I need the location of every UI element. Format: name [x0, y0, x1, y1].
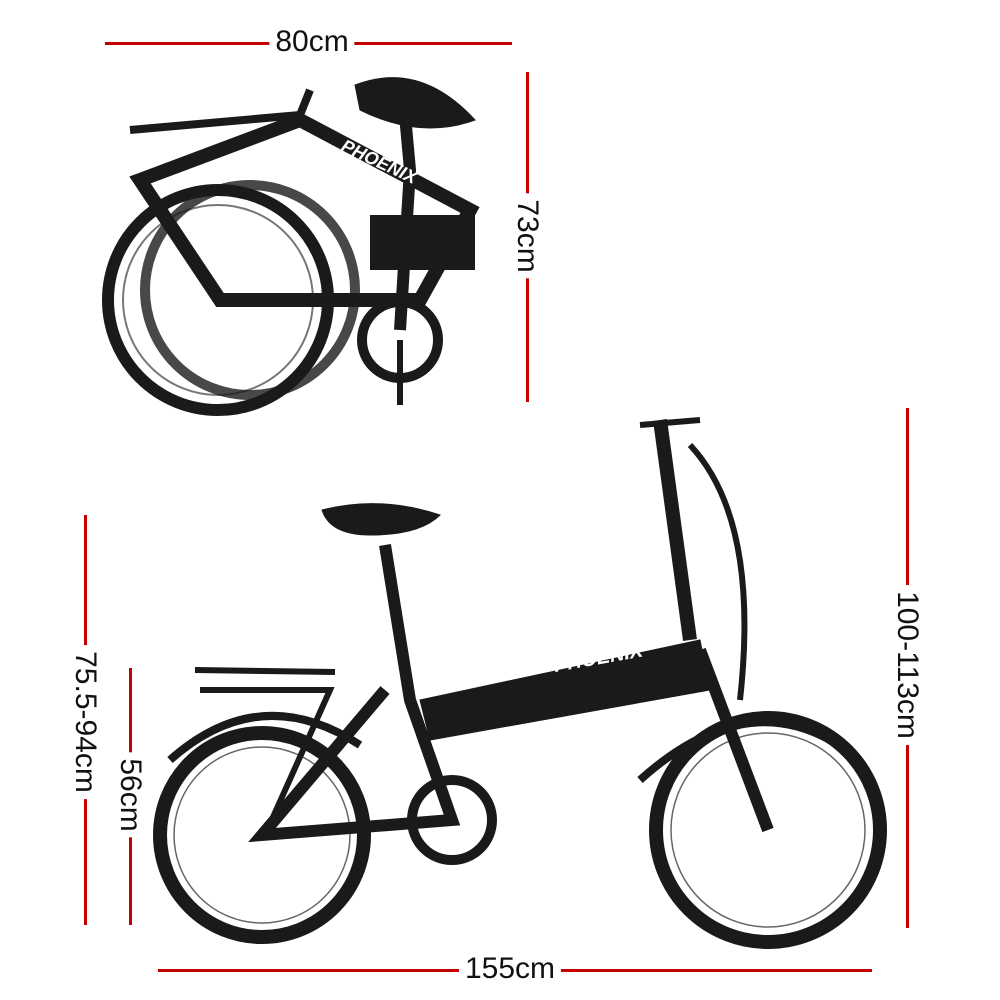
rear-wheel — [153, 726, 371, 944]
folded-bike: PHOENIX — [102, 77, 480, 416]
rack-height-label: 56cm — [114, 752, 147, 838]
rear-rack — [194, 667, 336, 837]
stem — [653, 419, 697, 641]
folded-saddle — [354, 77, 476, 129]
handlebar-height-label: 100-113cm — [891, 585, 924, 745]
folded-front-wheel — [140, 180, 360, 400]
seat-height-label: 75.5-94cm — [69, 645, 102, 799]
saddle — [321, 503, 441, 536]
rear-fender — [167, 711, 363, 763]
folded-height-label: 73cm — [511, 193, 544, 279]
unfolded-bike: PHOENIX — [153, 417, 887, 949]
front-fender — [637, 718, 832, 783]
fork — [694, 647, 774, 833]
length-label: 155cm — [458, 954, 562, 984]
front-wheel — [649, 711, 887, 949]
folded-width-label: 80cm — [269, 27, 355, 57]
handlebar — [639, 417, 748, 701]
